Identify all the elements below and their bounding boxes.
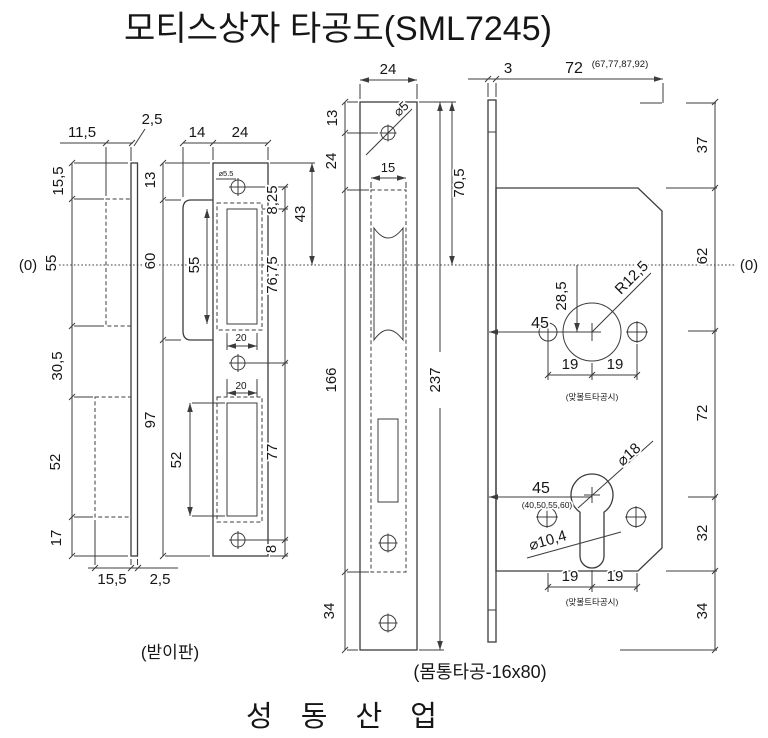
faceplate-view-caption: (몸통타공-16x80) — [413, 662, 546, 682]
dim-strike-screw-pitch-lower: 77 — [264, 444, 281, 461]
latch-bolt-outline — [373, 226, 404, 342]
strike-screw-hole-mid — [229, 354, 247, 372]
dim-cyl-backset-variants: (40,50,55,60) — [522, 500, 573, 510]
dim-body-faceplate-thickness: 3 — [504, 60, 512, 77]
drawing-title: 모티스상자 타공도(SML7245) — [124, 10, 552, 48]
dim-body-backset: 72 — [565, 60, 583, 77]
dim-strike-lip-height: 60 — [142, 253, 159, 270]
faceplate-slot-hidden — [370, 189, 407, 573]
body-view-dimension-lines — [468, 75, 719, 654]
dim-strike-plate-width: 24 — [232, 124, 249, 141]
dim-faceplate-top-to-center: 70,5 — [451, 168, 468, 197]
strike-side-view: 11,5 2,5 15,5 55 30,5 52 17 15,5 2,5 — [41, 109, 178, 590]
dim-side-plate-thickness-top: 2,5 — [142, 111, 163, 128]
dim-strike-bottom-offset: 8 — [263, 545, 280, 553]
hub-bolt-hole-right — [626, 321, 648, 343]
dim-side-seg-mid: 30,5 — [49, 351, 66, 380]
hub-bolt-note: (맞볼트타공시) — [566, 392, 619, 402]
dim-faceplate-top-offset: 13 — [324, 110, 341, 127]
dim-side-seg-upper: 55 — [43, 255, 60, 272]
dim-faceplate-hole-dia: ⌀5 — [390, 98, 411, 119]
faceplate-view-dimension-lines — [341, 77, 456, 654]
strike-lower-slot-hidden — [216, 396, 263, 523]
dim-cyl-pitch-right: 19 — [607, 568, 624, 585]
strike-screw-hole-bottom — [229, 531, 247, 549]
origin-label-right: (0) — [740, 257, 758, 274]
dim-side-upper-recess-width: 11,5 — [68, 124, 96, 141]
dim-body-height-hub-upper: 62 — [694, 248, 711, 265]
dim-strike-lower-height: 97 — [142, 412, 159, 429]
dim-body-height-bottom: 34 — [694, 603, 711, 620]
faceplate-view: ⌀5 24 13 24 166 34 15 70,5 237 (몸통타공-16x… — [319, 59, 546, 682]
dim-body-height-cyl-lower: 32 — [694, 525, 711, 542]
lock-body-outline — [495, 187, 663, 572]
dim-strike-lower-slot-width: 20 — [235, 381, 247, 392]
dim-cyl-dia-bottom: ⌀10,4 — [527, 527, 568, 554]
company-name: 성 동 산 업 — [246, 700, 447, 733]
dim-faceplate-total-height: 237 — [427, 367, 444, 392]
dim-side-lower-recess-width: 15,5 — [97, 571, 126, 588]
body-faceplate-strip — [487, 99, 497, 643]
dim-faceplate-bottom-offset: 34 — [321, 603, 338, 620]
dim-body-backset-variants: (67,77,87,92) — [592, 59, 649, 70]
lock-body-view: 3 72 (67,77,87,92) 37 62 72 32 34 45 28,… — [468, 57, 719, 654]
cyl-bolt-note: (맞볼트타공시) — [566, 597, 619, 607]
origin-label-left: (0) — [19, 257, 37, 274]
dim-strike-upper-slot-width: 20 — [235, 333, 247, 344]
strike-screw-hole-top — [229, 178, 247, 196]
cyl-bolt-hole-left — [536, 506, 558, 528]
strike-plate-outline — [212, 162, 269, 557]
euro-cylinder-hole — [570, 473, 614, 569]
dim-cyl-pitch-left: 19 — [562, 568, 579, 585]
cyl-bolt-hole-right — [625, 506, 647, 528]
dim-faceplate-width: 24 — [380, 61, 397, 78]
faceplate-screw-hole-upper — [378, 533, 398, 553]
dim-cyl-backset: 45 — [532, 480, 550, 497]
dim-hub-pitch-right: 19 — [607, 356, 624, 373]
side-view-dimension-lines — [60, 128, 178, 572]
dim-strike-top-to-center: 43 — [292, 206, 309, 223]
dim-body-height-top: 37 — [694, 137, 711, 154]
dim-cyl-dia-top: ⌀18 — [614, 440, 644, 470]
faceplate-outline — [359, 101, 418, 651]
side-lower-recess-hidden — [94, 396, 132, 518]
dim-strike-screw-pitch-upper: 76,75 — [264, 256, 281, 294]
dim-faceplate-hole-offset: 24 — [323, 153, 340, 170]
dim-strike-hole-to-slot: 8,25 — [264, 185, 281, 214]
dim-strike-upper-slot-height: 55 — [186, 257, 203, 274]
dim-strike-lower-slot-height: 52 — [168, 452, 185, 469]
dim-side-seg-bottom: 17 — [48, 530, 65, 547]
dim-strike-screw-hole-dia: ⌀5.5 — [219, 169, 234, 178]
dim-side-plate-thickness-bottom: 2,5 — [150, 571, 171, 588]
strike-lower-slot — [226, 402, 258, 517]
dim-faceplate-slot-length: 166 — [323, 367, 340, 392]
side-upper-recess-hidden — [105, 198, 132, 327]
strike-lip-outline — [182, 199, 213, 341]
strike-upper-slot — [226, 208, 258, 325]
faceplate-top-hole — [365, 108, 413, 156]
dim-strike-top-offset: 13 — [142, 172, 159, 189]
dim-strike-lip-width: 14 — [189, 124, 206, 141]
deadbolt-outline — [377, 418, 399, 503]
dim-faceplate-slot-width: 15 — [381, 160, 395, 175]
dim-hub-backset: 45 — [531, 315, 549, 332]
strike-upper-slot-hidden — [216, 202, 263, 331]
dim-side-seg-lower: 52 — [47, 454, 64, 471]
dim-side-seg-top: 15,5 — [50, 166, 67, 195]
strike-front-view: ⌀5.5 14 24 13 60 97 55 20 20 52 8,25 43 … — [140, 122, 315, 662]
dim-hub-pitch-left: 19 — [562, 356, 579, 373]
dim-body-height-hub-to-cyl: 72 — [694, 405, 711, 422]
faceplate-screw-hole-lower — [378, 613, 398, 633]
strike-view-dimension-lines — [159, 139, 315, 560]
dim-hub-below-center: 28,5 — [553, 281, 570, 310]
side-plate-outline — [130, 162, 139, 557]
strike-view-caption: (받이판) — [141, 643, 199, 662]
